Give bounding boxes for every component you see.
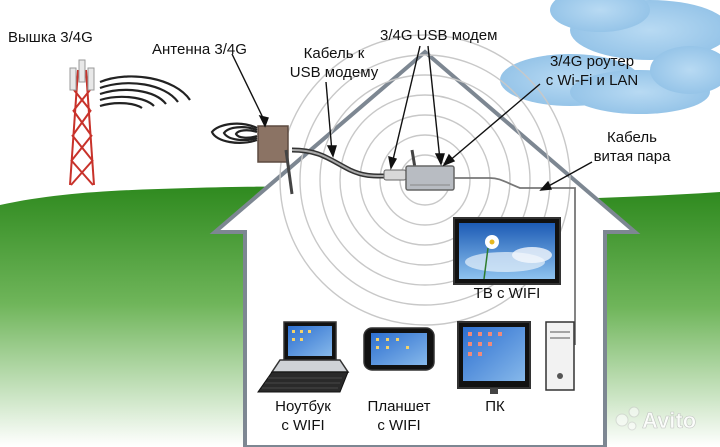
antenna-signal-waves <box>210 122 258 144</box>
tower-signal-waves <box>99 75 191 109</box>
twisted-pair-cable <box>454 177 576 345</box>
label-tablet-line1: Планшет <box>367 398 431 415</box>
screen-icon-dots <box>292 330 502 356</box>
antenna-3g4g <box>257 125 294 195</box>
label-router-line2: с Wi-Fi и LAN <box>545 72 639 89</box>
label-router-line1: 3/4G роутер <box>549 53 635 70</box>
label-tv: ТВ с WIFI <box>473 285 541 302</box>
label-router: 3/4G роутер с Wi-Fi и LAN <box>536 52 648 90</box>
cloud-right <box>500 46 720 114</box>
cloud-top-right <box>550 0 720 60</box>
label-usb-modem: 3/4G USB модем <box>380 27 498 44</box>
avito-watermark-text: Avito <box>642 408 696 433</box>
label-laptop-line2: с WIFI <box>281 417 325 434</box>
label-cable-usb-line1: Кабель к <box>303 45 365 62</box>
cell-tower <box>69 59 95 186</box>
label-laptop: Ноутбук с WIFI <box>262 397 344 435</box>
avito-watermark <box>615 406 640 431</box>
label-pointer-arrows <box>231 45 593 191</box>
label-cable-usb: Кабель к USB модему <box>288 44 380 82</box>
label-twisted-pair-line1: Кабель <box>607 129 657 146</box>
tv-device <box>453 217 561 285</box>
label-tablet: Планшет с WIFI <box>357 397 441 435</box>
tablet-device <box>363 327 435 371</box>
label-twisted-pair-line2: витая пара <box>593 148 671 165</box>
label-laptop-line1: Ноутбук <box>275 398 331 415</box>
label-antenna: Антенна 3/4G <box>152 41 247 58</box>
label-tablet-line2: с WIFI <box>377 417 421 434</box>
label-pc: ПК <box>485 398 505 415</box>
label-twisted-pair: Кабель витая пара <box>584 128 680 166</box>
label-tower: Вышка 3/4G <box>8 29 93 46</box>
usb-modem <box>383 169 407 181</box>
pc-device <box>457 321 575 394</box>
label-cable-usb-line2: USB модему <box>289 64 379 81</box>
